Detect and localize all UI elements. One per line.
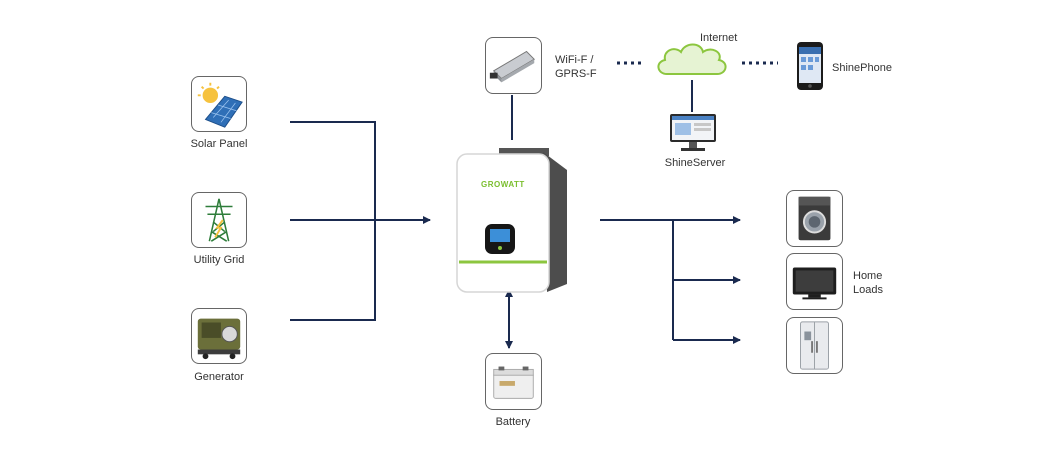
cloud-icon [657, 43, 727, 75]
internet-label: Internet [700, 32, 738, 44]
inverter-brand-logo: GROWATT [481, 180, 525, 189]
wifi-label-line2: GPRS-F [555, 68, 597, 80]
solar-panel-label: Solar Panel [190, 138, 248, 150]
shinephone-label: ShinePhone [832, 62, 892, 74]
generator-node [191, 308, 247, 364]
fridge-node [786, 317, 843, 374]
solar-panel-icon [197, 82, 243, 128]
home-loads-label-line2: Loads [853, 284, 883, 296]
pylon-icon [205, 198, 233, 242]
fridge-icon [800, 321, 829, 370]
generator-label: Generator [194, 371, 244, 383]
washing-machine-node [786, 190, 843, 247]
battery-icon [493, 366, 534, 399]
battery-node [485, 353, 542, 410]
washing-machine-icon [798, 196, 831, 241]
tv-node [786, 253, 843, 310]
wifi-dongle-icon [489, 50, 536, 83]
smartphone-icon [797, 42, 823, 90]
shineserver-label: ShineServer [664, 157, 726, 169]
solar-panel-node [191, 76, 247, 132]
wifi-dongle-node [485, 37, 542, 94]
utility-grid-node [191, 192, 247, 248]
utility-grid-label: Utility Grid [193, 254, 245, 266]
generator-icon [197, 318, 241, 360]
tv-icon [792, 267, 837, 300]
home-loads-label-line1: Home [853, 270, 883, 282]
monitor-icon [670, 114, 716, 151]
wifi-label-line1: WiFi-F / [555, 54, 594, 66]
inverter-icon [456, 148, 567, 293]
inverter-unit: GROWATT [455, 148, 569, 294]
battery-label: Battery [495, 416, 531, 428]
